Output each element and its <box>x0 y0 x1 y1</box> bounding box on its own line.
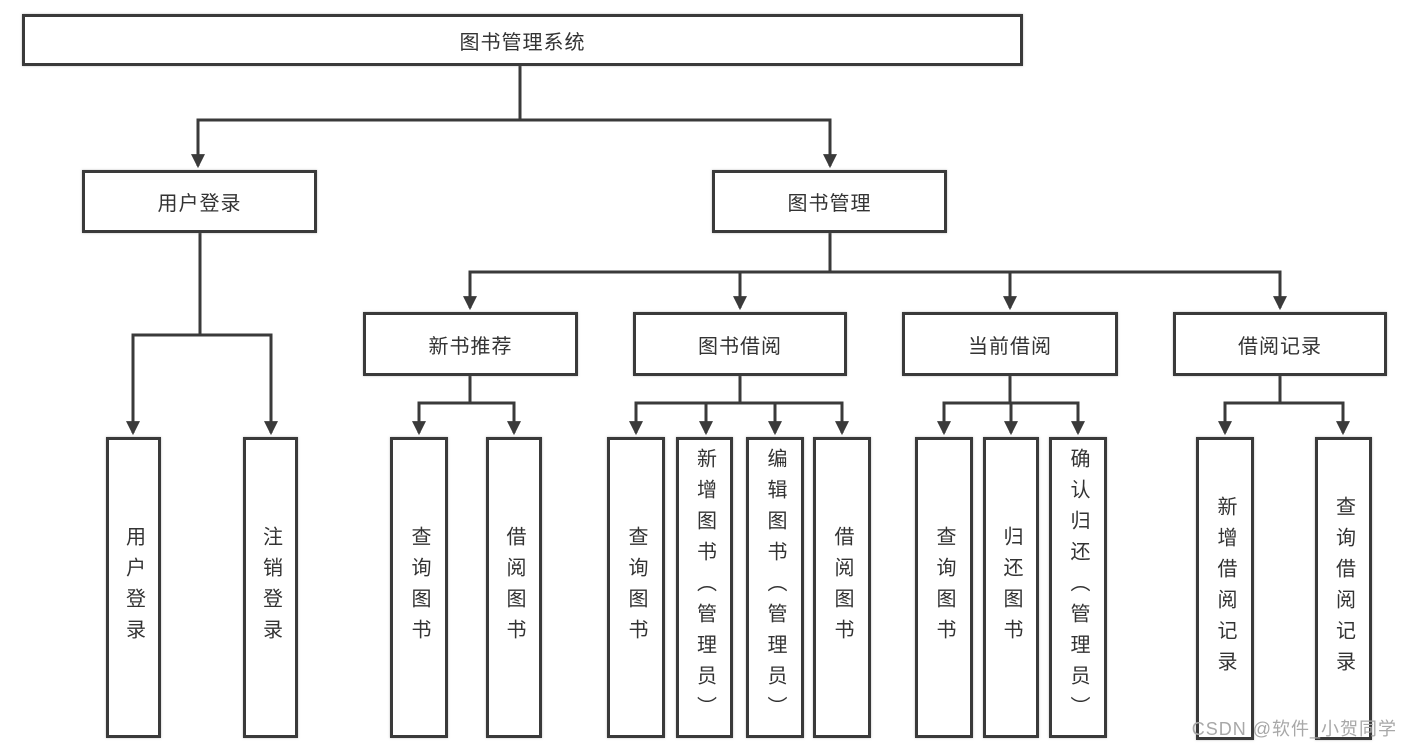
leaf-records-add-borrow-record: 新增借阅记录 <box>1196 437 1254 740</box>
leaf-recommend-query-books: 查询图书 <box>390 437 448 738</box>
leaf-records-query-borrow-record: 查询借阅记录 <box>1315 437 1372 740</box>
leaf-borrowing-query-books: 查询图书 <box>607 437 665 738</box>
node-book-borrowing: 图书借阅 <box>633 312 847 376</box>
leaf-current-query-books: 查询图书 <box>915 437 973 738</box>
connector-new-book-recommendation <box>412 376 521 436</box>
leaf-recommend-borrow-books: 借阅图书 <box>486 437 542 738</box>
node-library-system: 图书管理系统 <box>22 14 1023 66</box>
connector-book-management <box>463 233 1287 311</box>
node-borrowing-records: 借阅记录 <box>1173 312 1387 376</box>
connector-borrowing-records <box>1218 376 1350 436</box>
node-book-management: 图书管理 <box>712 170 947 233</box>
leaf-user-login: 用户登录 <box>106 437 161 738</box>
connector-root <box>191 66 837 169</box>
leaf-logout-login: 注销登录 <box>243 437 298 738</box>
node-current-borrowing: 当前借阅 <box>902 312 1118 376</box>
leaf-borrowing-add-books-admin: 新增图书（管理员） <box>676 437 733 738</box>
node-user-login: 用户登录 <box>82 170 317 233</box>
connector-user-login <box>126 233 278 436</box>
connector-current-borrowing <box>937 376 1085 436</box>
connector-book-borrowing <box>629 376 849 436</box>
leaf-current-confirm-return-admin: 确认归还（管理员） <box>1049 437 1107 738</box>
watermark: CSDN @软件_小贺同学 <box>1191 719 1397 739</box>
node-new-book-recommendation: 新书推荐 <box>363 312 578 376</box>
leaf-borrowing-edit-books-admin: 编辑图书（管理员） <box>746 437 804 738</box>
leaf-current-return-books: 归还图书 <box>983 437 1039 738</box>
leaf-borrowing-borrow-books: 借阅图书 <box>813 437 871 738</box>
